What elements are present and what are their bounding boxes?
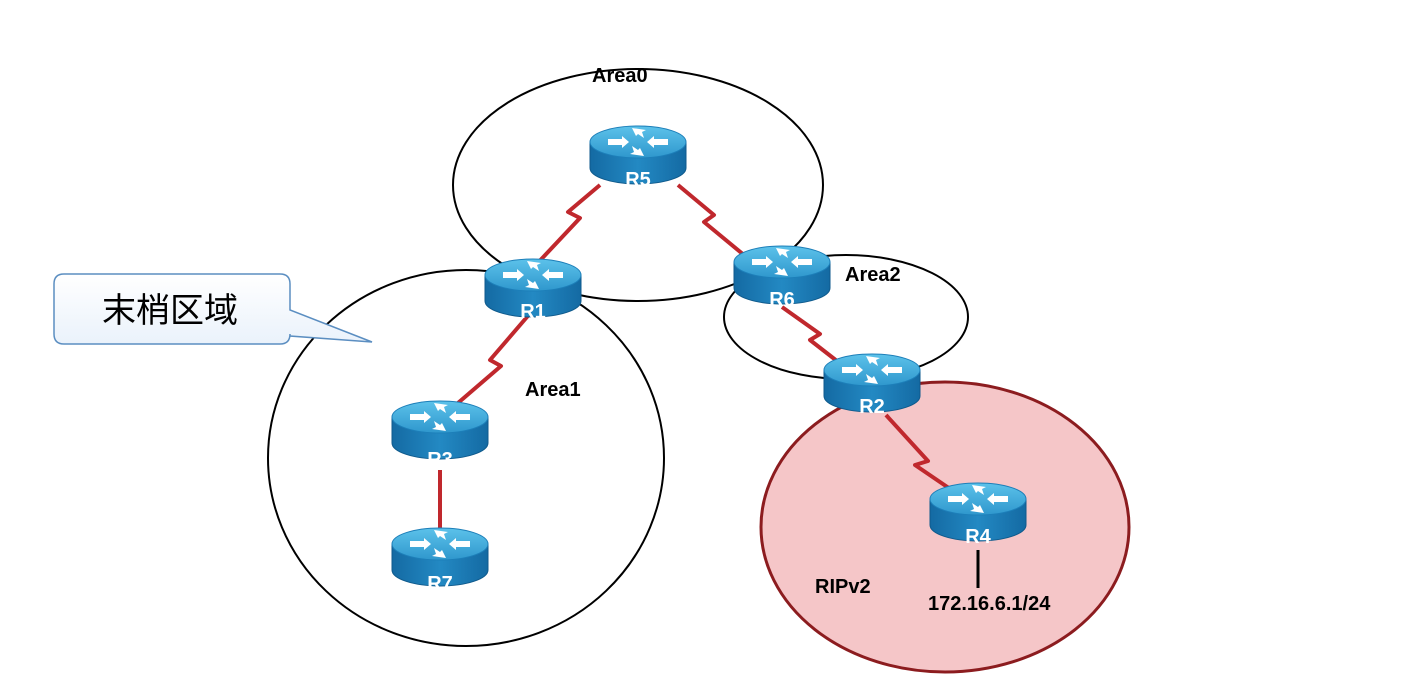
router-r4-label: R4 (965, 526, 991, 548)
router-r5-label: R5 (625, 169, 651, 191)
stub-area-callout: 末梢区域 (53, 273, 373, 345)
link-r5-r6 (676, 183, 752, 262)
link-r1-r3 (442, 308, 535, 417)
router-r4[interactable]: R4 (929, 482, 1027, 548)
router-r6[interactable]: R6 (733, 245, 831, 311)
rip-label: RIPv2 (815, 576, 871, 598)
router-r1-label: R1 (520, 301, 546, 323)
router-r3[interactable]: R3 (391, 400, 489, 471)
router-r7-label: R7 (427, 573, 453, 595)
router-r6-label: R6 (769, 289, 795, 311)
router-r1[interactable]: R1 (484, 258, 582, 323)
link-r2-r4 (884, 413, 964, 499)
r4-lan-address: 172.16.6.1/24 (928, 593, 1051, 615)
area0-boundary (452, 68, 824, 302)
router-r2[interactable]: R2 (823, 353, 921, 418)
callout-text: 末梢区域 (102, 291, 238, 331)
router-r3-label: R3 (427, 449, 453, 471)
area0-label: Area0 (592, 65, 648, 87)
router-r5[interactable]: R5 (589, 125, 687, 191)
area1-boundary (267, 269, 665, 647)
link-r5-r1 (531, 183, 602, 270)
serial-links (442, 183, 964, 499)
link-r6-r2 (780, 305, 857, 377)
area2-label: Area2 (845, 264, 901, 286)
router-r2-label: R2 (859, 396, 885, 418)
area1-label: Area1 (525, 379, 581, 401)
router-r7[interactable]: R7 (391, 527, 489, 595)
